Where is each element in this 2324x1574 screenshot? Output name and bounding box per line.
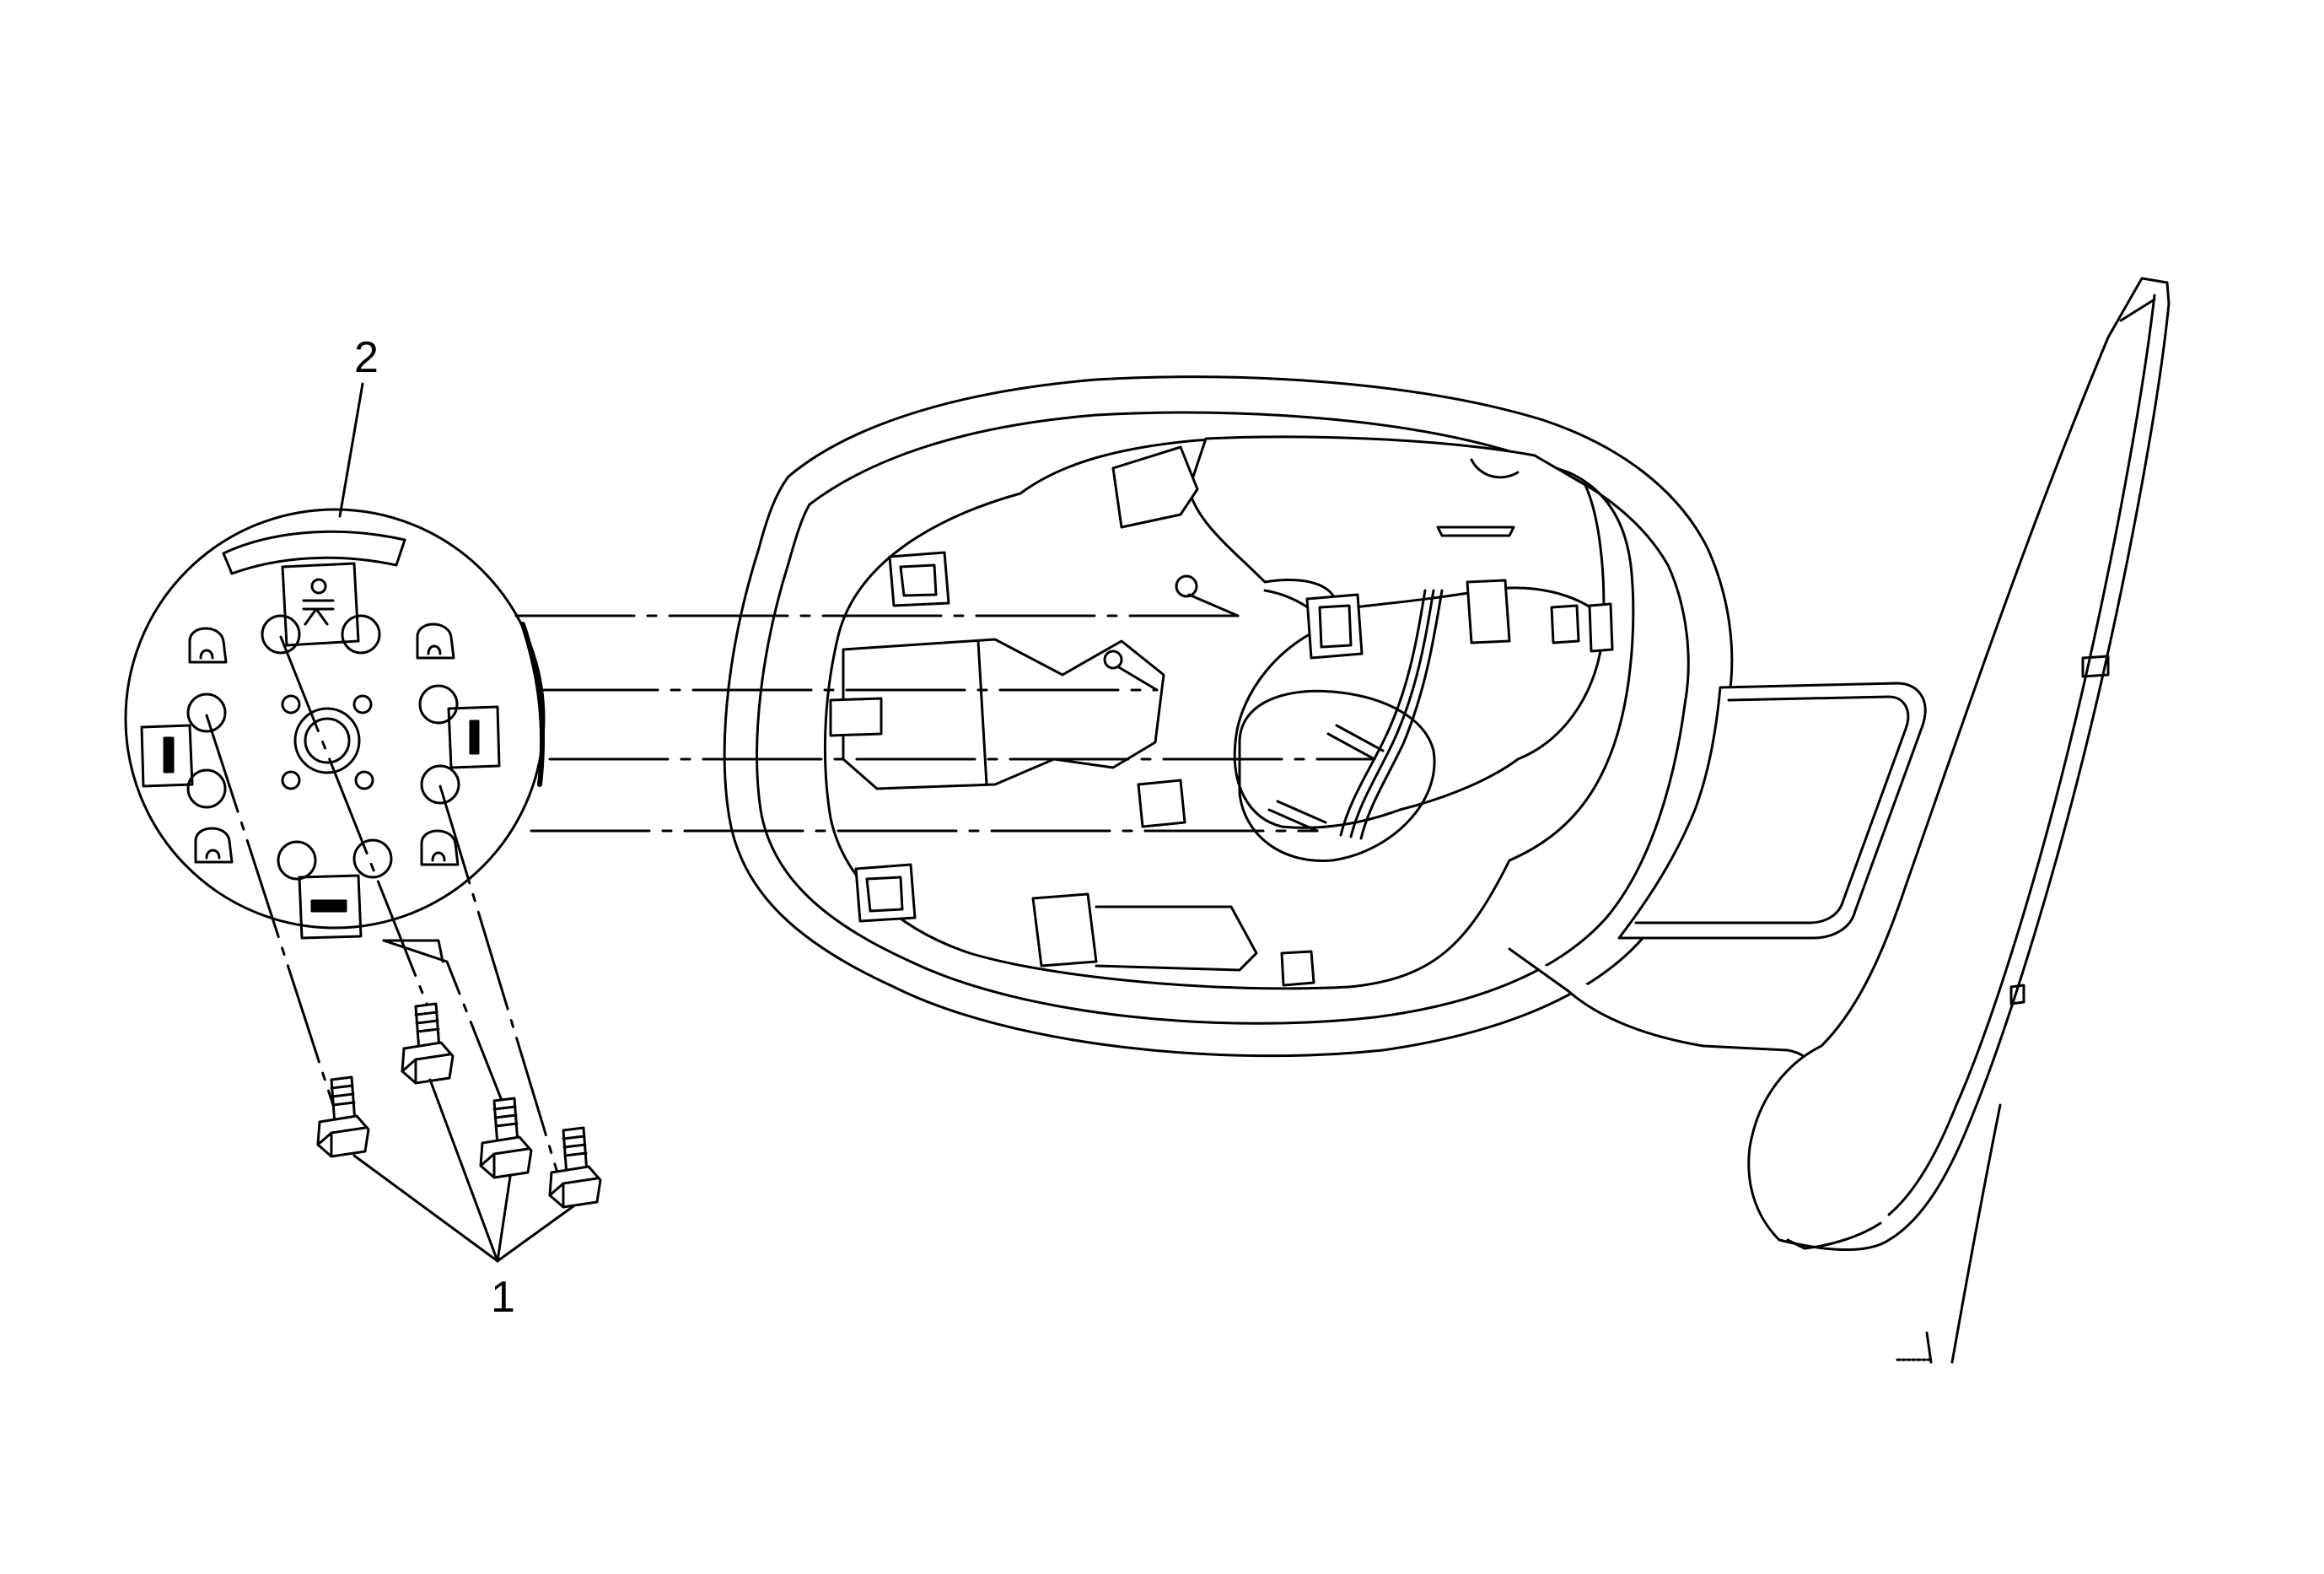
leader-1d bbox=[496, 1205, 575, 1263]
leader-1a bbox=[352, 1154, 499, 1263]
housing-inner-rim bbox=[756, 411, 1690, 1025]
plate-hole-5 bbox=[186, 768, 227, 809]
plate-center-pivot bbox=[293, 707, 361, 774]
door-mount-bracket bbox=[1747, 277, 2171, 1364]
plate-hole-1 bbox=[261, 614, 301, 655]
mirror-housing bbox=[723, 375, 1734, 1058]
plate-hole-2 bbox=[341, 614, 381, 655]
clip-upper-left bbox=[888, 551, 950, 607]
plate-hole-7 bbox=[277, 840, 317, 881]
leader-2 bbox=[338, 382, 364, 518]
plate-left-tab bbox=[140, 724, 194, 788]
bolt-2 bbox=[401, 1002, 455, 1085]
alignment-lines bbox=[514, 593, 1385, 833]
plate-clip-4 bbox=[420, 829, 460, 866]
mirror-backing-plate bbox=[124, 508, 546, 963]
clip-top bbox=[1111, 445, 1199, 529]
actuator-boss bbox=[1238, 689, 1436, 862]
arm-base bbox=[1508, 947, 1832, 1098]
plate-right-tab bbox=[447, 705, 501, 769]
plate-hole-3 bbox=[186, 693, 227, 733]
mirror-arm bbox=[1508, 682, 1927, 1098]
bolt-4 bbox=[548, 1126, 602, 1209]
bolt-axis-lines bbox=[205, 635, 567, 1199]
plate-hole-6 bbox=[420, 764, 460, 805]
connector-upper bbox=[1305, 593, 1364, 660]
leader-1c bbox=[496, 1175, 512, 1263]
connector-right bbox=[1466, 579, 1511, 644]
actuator-motor-block bbox=[842, 638, 1165, 790]
clip-lower-left bbox=[854, 863, 917, 923]
callout-label-2: 2 bbox=[354, 333, 379, 382]
bolt-1 bbox=[316, 1075, 370, 1158]
connector-lower bbox=[1137, 779, 1186, 828]
arm-body bbox=[1617, 682, 1927, 940]
plate-bottom-tab bbox=[298, 874, 363, 940]
connector-bottom bbox=[1280, 950, 1315, 987]
plate-hole-4 bbox=[418, 684, 459, 725]
lower-motor bbox=[1031, 892, 1098, 968]
door-edge bbox=[1950, 1103, 2002, 1364]
bolts bbox=[316, 1002, 602, 1209]
connector-small-right bbox=[1550, 602, 1614, 653]
plate-clip-2 bbox=[416, 623, 455, 660]
plate-clip-1 bbox=[188, 627, 228, 664]
leader-lines bbox=[338, 382, 575, 1263]
bracket-stud-bottom bbox=[2009, 984, 2025, 1005]
plate-top-tab bbox=[281, 562, 360, 647]
bracket-stud-top bbox=[2081, 655, 2110, 678]
hex-flange-bolt-icon bbox=[401, 1041, 455, 1085]
callout-label-1: 1 bbox=[491, 1273, 515, 1322]
hex-flange-bolt-icon bbox=[548, 1165, 602, 1209]
stud-2 bbox=[1103, 650, 1123, 670]
wire-harness bbox=[1339, 589, 1427, 837]
hex-flange-bolt-icon bbox=[479, 1135, 533, 1179]
leader-1b bbox=[428, 1078, 499, 1263]
bolt-3 bbox=[479, 1097, 533, 1179]
stud-1 bbox=[1175, 574, 1198, 598]
plate-hole-8 bbox=[352, 838, 393, 879]
plate-clip-3 bbox=[194, 827, 234, 864]
hex-flange-bolt-icon bbox=[316, 1114, 370, 1158]
clip-mid bbox=[829, 697, 883, 737]
